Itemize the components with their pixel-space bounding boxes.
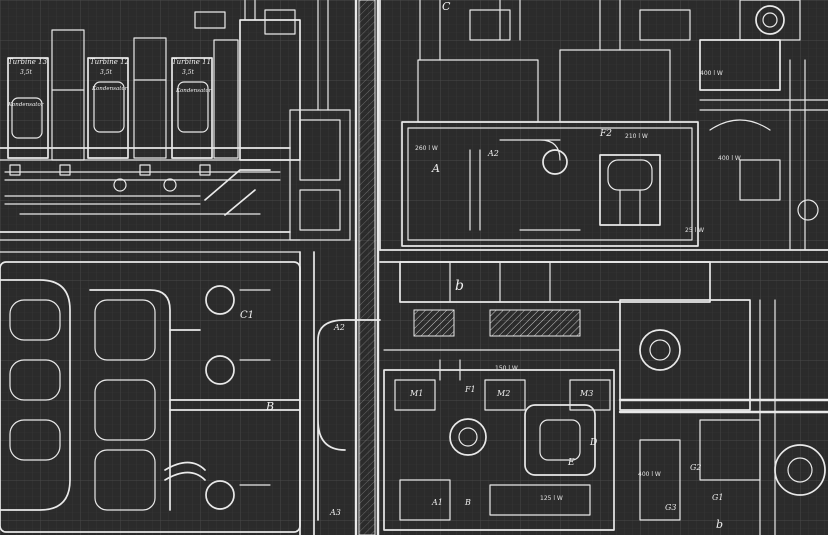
lower-plant: M1 M2 M3 F1 A1 B A2 A3 D E 125 l W 150 l… (317, 319, 621, 531)
power-label: 150 l W (495, 365, 518, 372)
middle-band: b (399, 261, 711, 337)
component-label: A3 (329, 508, 341, 517)
turbine-hall: Turbine 13 3,5t Kondensator Turbine 12 3… (0, 0, 351, 253)
component-label: A1 (431, 498, 443, 507)
component-label: F1 (464, 385, 476, 394)
turbine-name: Turbine 13 (8, 58, 48, 66)
power-label: 400 l W (700, 70, 723, 77)
power-label: 25 l W (685, 227, 704, 234)
condenser-label: Kondensator (7, 102, 44, 108)
section-label: C (442, 0, 451, 13)
power-label: 260 l W (415, 145, 438, 152)
turbine-unit: Turbine 12 3,5t Kondensator (87, 37, 167, 159)
room-a: A A2 260 l W 210 l W 400 l W 25 l W F2 C (401, 0, 741, 247)
component-label: G1 (712, 493, 723, 502)
component-label: G2 (690, 463, 701, 472)
component-label: F2 (599, 129, 612, 139)
top-right-machinery: 400 l W (699, 0, 828, 251)
power-label: 400 l W (718, 155, 741, 162)
component-label: M3 (579, 389, 593, 398)
power-label: 400 l W (638, 471, 661, 478)
turbine-rating: 3,5t (100, 69, 113, 76)
component-label: A2 (333, 323, 345, 332)
turbine-name: Turbine 11 (172, 58, 211, 66)
turbine-unit: Turbine 13 3,5t Kondensator (7, 29, 85, 161)
pump-area: C1 B (0, 261, 301, 533)
component-label: C1 (240, 310, 254, 321)
component-label: G3 (665, 503, 676, 512)
lower-right-machinery: G2 G3 G1 b 400 l W (618, 299, 828, 535)
section-label: A (431, 162, 440, 175)
component-label: A2 (487, 149, 499, 158)
condenser-label: Kondensator (91, 86, 128, 92)
component-label: E (567, 458, 575, 468)
component-label: M1 (409, 389, 423, 398)
power-label: 125 l W (540, 495, 563, 502)
component-label: D (589, 438, 597, 448)
section-label: b (716, 518, 723, 531)
component-label: M2 (496, 389, 510, 398)
power-label: 210 l W (625, 133, 648, 140)
condenser-label: Kondensator (175, 88, 212, 94)
turbine-rating: 3,5t (182, 69, 195, 76)
section-label: B (265, 400, 274, 413)
turbine-name: Turbine 12 (90, 58, 130, 66)
section-label: b (455, 278, 464, 294)
turbine-unit: Turbine 11 3,5t Kondensator (171, 39, 239, 159)
turbine-rating: 3,5t (20, 69, 33, 76)
section-label: B (464, 498, 471, 507)
divider-walls (299, 0, 828, 535)
